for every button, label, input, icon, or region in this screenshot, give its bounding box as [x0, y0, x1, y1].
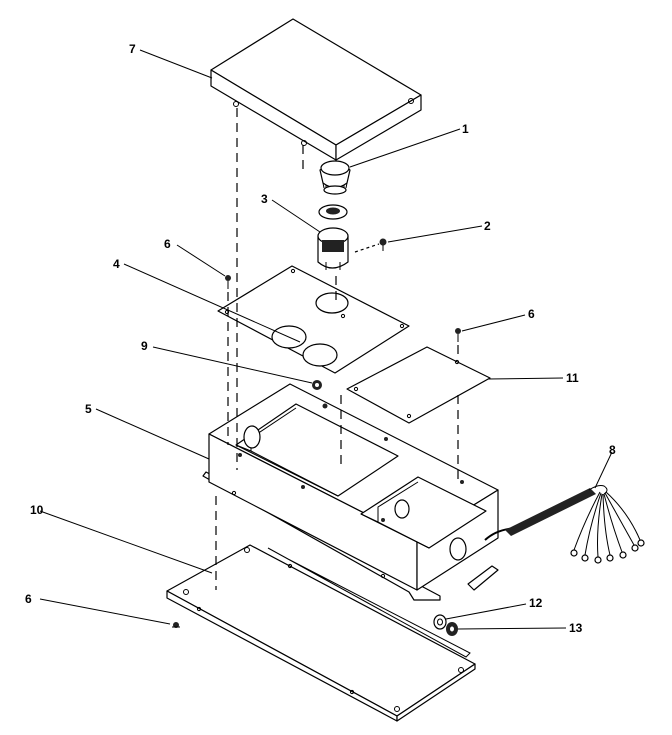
- callout-8: 8: [609, 443, 616, 457]
- callout-6-upper-left: 6: [164, 237, 171, 251]
- part-3-switch: [317, 227, 349, 270]
- callout-7: 7: [129, 42, 136, 56]
- part-4-plate: [217, 265, 410, 374]
- callout-12: 12: [529, 596, 543, 610]
- alignment-lines: [215, 108, 459, 590]
- part-13-nut: [446, 622, 458, 636]
- callout-6-right: 6: [528, 307, 535, 321]
- callout-10: 10: [30, 503, 44, 517]
- callout-4: 4: [113, 257, 120, 271]
- part-11-cover-plate: [346, 346, 491, 424]
- callout-6-lower-left: 6: [25, 592, 32, 606]
- part-10-base-plate: [166, 544, 476, 722]
- callout-1: 1: [462, 122, 469, 136]
- callout-3: 3: [261, 192, 268, 206]
- part-12-washer: [433, 614, 447, 630]
- part-6-screw-b: [455, 328, 461, 342]
- part-6-screw-c: [172, 622, 180, 628]
- callout-13: 13: [569, 621, 583, 635]
- part-1-knob: [319, 160, 351, 195]
- callout-11: 11: [566, 371, 579, 385]
- callout-9: 9: [141, 339, 148, 353]
- callout-5: 5: [85, 402, 92, 416]
- nut-washer: [318, 204, 348, 220]
- part-5-box: [202, 383, 499, 601]
- part-9-grommet: [312, 380, 322, 390]
- leader-lines: [39, 49, 613, 630]
- part-6-screw-a: [225, 275, 231, 289]
- part-8-wire-harness: [484, 485, 645, 564]
- part-7-top-cover: [210, 18, 422, 161]
- callout-2: 2: [484, 219, 491, 233]
- part-2-screw: [354, 238, 387, 253]
- callout-labels: 7 1 3 2 6 4 6 9 11 5 8 10 6 12 13: [25, 42, 616, 635]
